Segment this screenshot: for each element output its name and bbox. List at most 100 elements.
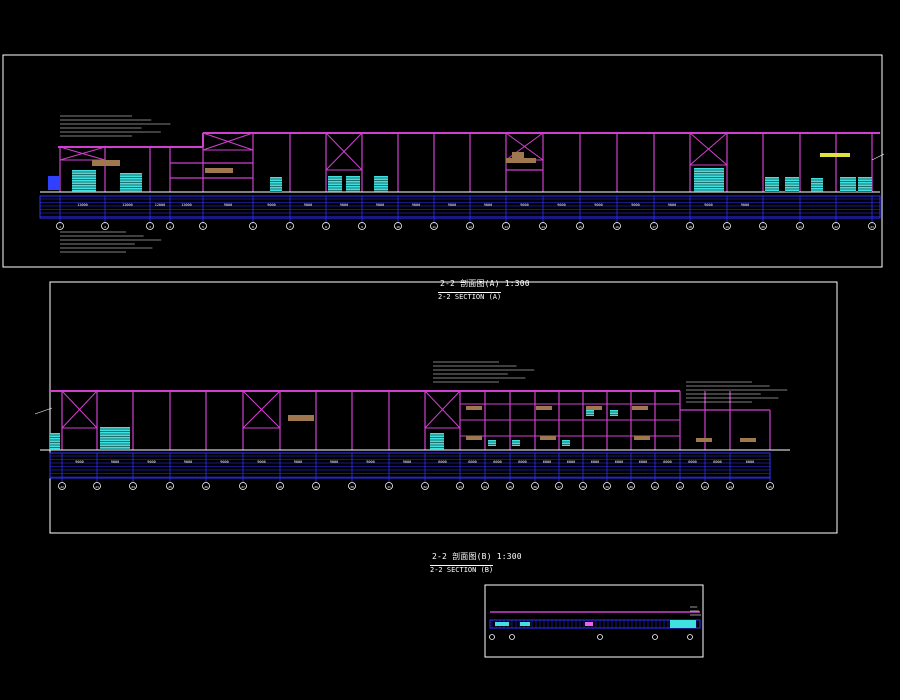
bay-dimension: 9000 — [220, 460, 228, 464]
axis-bubble — [832, 222, 840, 230]
axis-number: 12 — [468, 225, 472, 229]
axis-number: 25 — [168, 485, 172, 489]
section-a-title: 2-2 剖面图(A) 1:300 — [440, 279, 530, 288]
cargo-box — [506, 158, 536, 163]
axis-bubble — [555, 482, 563, 490]
axis-number: 41 — [653, 485, 657, 489]
bay-dimension: 9000 — [366, 460, 374, 464]
truss — [202, 132, 254, 151]
axis-number: 37 — [557, 485, 561, 489]
bay-dimension: 12000 — [181, 203, 192, 207]
axis-bubble — [652, 634, 658, 640]
bay-dimension: 9000 — [520, 203, 528, 207]
frame-section-a — [49, 281, 838, 534]
truss — [59, 146, 106, 161]
axis-number: 44 — [728, 485, 732, 489]
axis-number: 8 — [325, 225, 327, 229]
cargo-box — [92, 160, 120, 166]
axis-bubble — [597, 634, 603, 640]
axis-bubble — [322, 222, 330, 230]
cargo-box — [466, 406, 482, 410]
axis-bubble — [129, 482, 137, 490]
axis-number: 16 — [615, 225, 619, 229]
bay-dimension: 9000 — [267, 203, 275, 207]
axis-bubble — [539, 222, 547, 230]
bay-dimension: 9000 — [412, 203, 420, 207]
equipment-stack — [858, 177, 872, 192]
truss — [689, 132, 728, 166]
axis-number: 24 — [131, 485, 135, 489]
bay-dimension: 6000 — [543, 460, 551, 464]
bay-dimension: 6000 — [615, 460, 623, 464]
bay-dimension: 9000 — [75, 460, 83, 464]
axis-number: 13 — [504, 225, 508, 229]
axis-number: 19 — [725, 225, 729, 229]
axis-bubble — [489, 634, 495, 640]
axis-number: 1 — [59, 225, 61, 229]
axis-bubble — [239, 482, 247, 490]
axis-number: 27 — [241, 485, 245, 489]
bay-dimension: 6000 — [663, 460, 671, 464]
section-arrow — [34, 407, 53, 415]
cargo-box — [634, 436, 650, 440]
equipment-stack — [488, 440, 496, 446]
axis-bubble — [286, 222, 294, 230]
axis-number: 20 — [761, 225, 765, 229]
axis-number: 33 — [458, 485, 462, 489]
bay-dimension: 9000 — [631, 203, 639, 207]
bay-dimension: 9000 — [668, 203, 676, 207]
axis-number: 34 — [483, 485, 487, 489]
bay-dimension: 9000 — [257, 460, 265, 464]
bay-dimension: 12000 — [155, 203, 166, 207]
axis-bubble — [766, 482, 774, 490]
axis-bubble — [146, 222, 154, 230]
axis-number: 40 — [629, 485, 633, 489]
axis-number: 4 — [169, 225, 171, 229]
axis-bubble — [726, 482, 734, 490]
axis-number: 3 — [149, 225, 151, 229]
section-a-subtitle: 2-2 SECTION (A) — [438, 292, 502, 301]
axis-number: 18 — [688, 225, 692, 229]
bay-dimension: 9000 — [403, 460, 411, 464]
dimension-grid — [39, 195, 881, 219]
axis-bubble — [385, 482, 393, 490]
axis-bubble — [358, 222, 366, 230]
axis-bubble — [56, 222, 64, 230]
axis-bubble — [506, 482, 514, 490]
cargo-box — [586, 406, 602, 410]
equipment-stack — [562, 440, 570, 446]
axis-number: 2 — [104, 225, 106, 229]
axis-number: 17 — [652, 225, 656, 229]
axis-number: 21 — [798, 225, 802, 229]
axis-bubble — [502, 222, 510, 230]
bay-dimension: 9000 — [741, 203, 749, 207]
bay-dimension: 6000 — [713, 460, 721, 464]
cargo-box — [696, 438, 712, 442]
bay-dimension: 12000 — [77, 203, 88, 207]
axis-number: 9 — [361, 225, 363, 229]
equipment-stack — [670, 620, 696, 628]
bay-dimension: 9000 — [704, 203, 712, 207]
axis-number: 31 — [387, 485, 391, 489]
frame-section-b-thumbnail — [484, 584, 704, 658]
equipment-stack — [495, 622, 509, 626]
axis-number: 10 — [396, 225, 400, 229]
axis-bubble — [249, 222, 257, 230]
axis-bubble — [394, 222, 402, 230]
axis-bubble — [579, 482, 587, 490]
dimension-grid — [49, 452, 771, 479]
bay-dimension: 6000 — [468, 460, 476, 464]
axis-number: 30 — [350, 485, 354, 489]
bay-dimension: 6000 — [518, 460, 526, 464]
equipment-stack — [270, 177, 282, 192]
axis-number: 6 — [252, 225, 254, 229]
bay-dimension: 9000 — [184, 460, 192, 464]
axis-number: 39 — [605, 485, 609, 489]
section-b-title: 2-2 剖面图(B) 1:300 — [432, 552, 522, 561]
axis-number: 26 — [204, 485, 208, 489]
axis-bubble — [166, 222, 174, 230]
axis-bubble — [651, 482, 659, 490]
